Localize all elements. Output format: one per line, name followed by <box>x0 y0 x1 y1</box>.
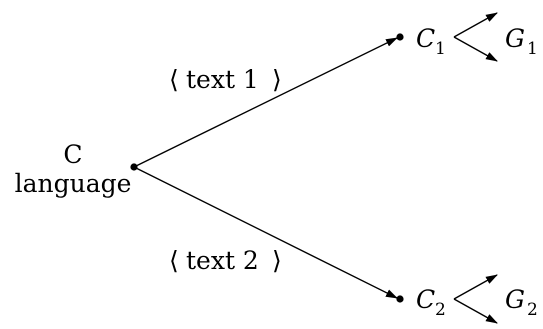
lower-edge-label: ⟨ text 2 ⟩ <box>169 246 282 275</box>
g1-letter: G <box>505 24 525 53</box>
edge-to-c2 <box>133 166 398 299</box>
source-node-dot <box>130 163 138 171</box>
source-label-line2: language <box>15 169 132 198</box>
g1-subscript: 1 <box>527 39 538 59</box>
c2-branch-down-arrow <box>453 298 498 324</box>
c2-subscript: 2 <box>435 300 446 320</box>
lower-edge-label-open: ⟨ <box>169 246 179 275</box>
g2-subscript: 2 <box>527 300 538 320</box>
c1-branch-down-arrow <box>453 36 498 62</box>
g1-label: G 1 <box>505 24 538 59</box>
c1-letter: C <box>416 24 435 53</box>
c2-branch-up-arrow <box>453 274 498 300</box>
source-label-line1: C <box>63 140 82 169</box>
edge-to-c1 <box>133 37 398 168</box>
lower-edge-label-text: text 2 <box>186 246 259 275</box>
c1-branch-up-arrow <box>453 12 498 38</box>
lower-edge-label-close: ⟩ <box>272 246 282 275</box>
c2-label: C 2 <box>416 285 446 320</box>
upper-edge-label: ⟨ text 1 ⟩ <box>169 65 282 94</box>
c2-letter: C <box>416 285 435 314</box>
g2-letter: G <box>505 285 525 314</box>
c1-label: C 1 <box>416 24 446 59</box>
c1-subscript: 1 <box>435 39 446 59</box>
c1-node-dot <box>396 33 404 41</box>
c2-node-dot <box>396 295 404 303</box>
upper-edge-label-open: ⟨ <box>169 65 179 94</box>
upper-edge-label-close: ⟩ <box>272 65 282 94</box>
g2-label: G 2 <box>505 285 538 320</box>
upper-edge-label-text: text 1 <box>186 65 259 94</box>
